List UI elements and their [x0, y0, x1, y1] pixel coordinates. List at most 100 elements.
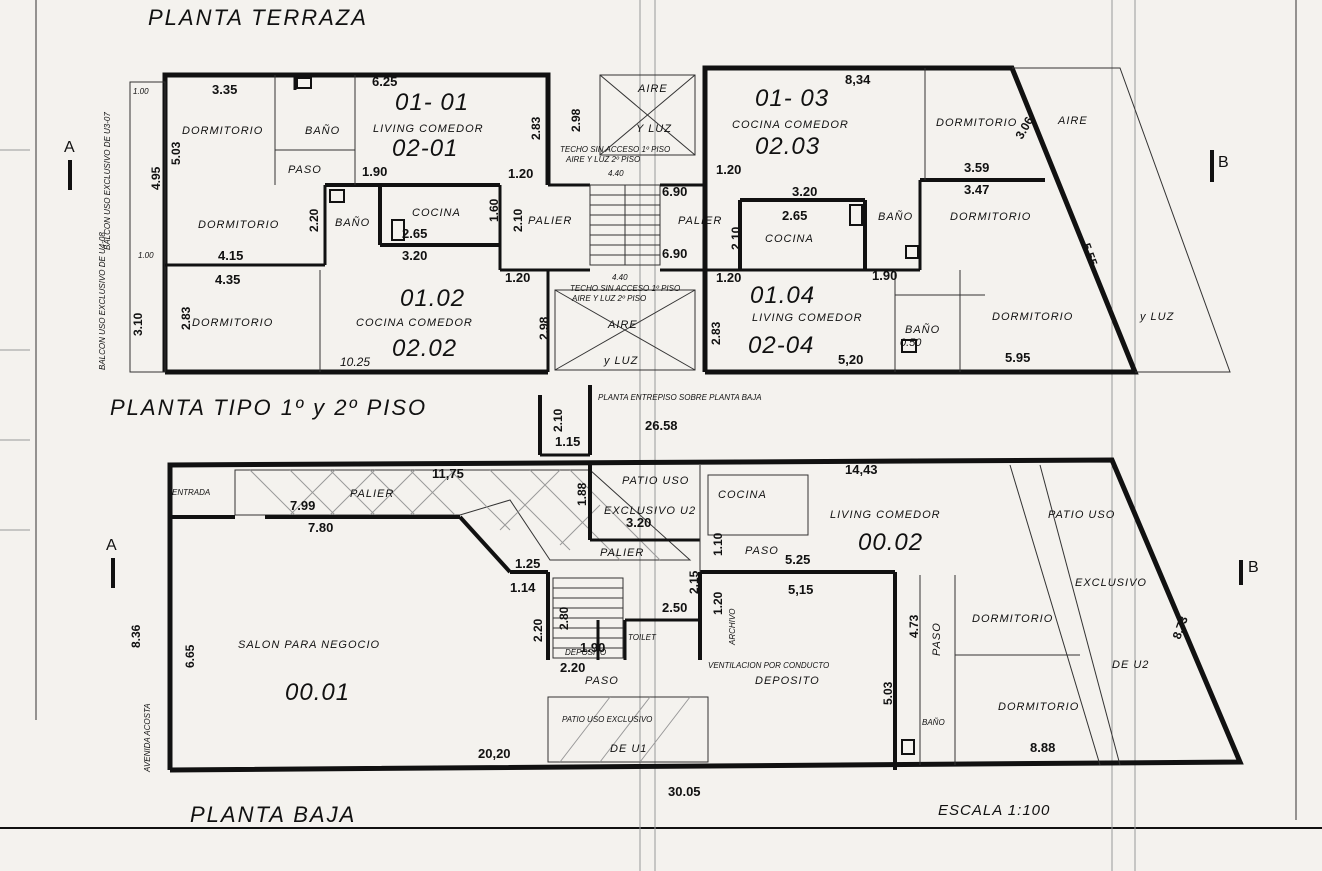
dimension: 1.25 [515, 556, 540, 571]
dimension: 8.36 [129, 624, 143, 648]
dimension: 4.95 [149, 166, 163, 190]
scale-label: ESCALA 1:100 [938, 802, 1050, 819]
room-label: EXCLUSIVO U2 [604, 505, 696, 517]
dimension: 1.88 [575, 482, 589, 506]
room-label: DE U2 [1112, 659, 1149, 671]
dimension: 3.20 [626, 515, 651, 530]
dimension: 8,34 [845, 72, 871, 87]
dimension: 1.90 [580, 640, 605, 655]
dimension: 1.20 [711, 591, 725, 615]
dimension: 5.03 [881, 681, 895, 705]
room-label: DORMITORIO [936, 117, 1017, 129]
room-label: PASO [745, 545, 779, 557]
room-label: AIRE [637, 83, 668, 95]
room-label: y LUZ [1139, 311, 1175, 323]
room-label: PALIER [350, 488, 394, 500]
dimension: 2.98 [537, 316, 551, 340]
room-labels: DORMITORIO BAÑO LIVING COMEDOR PASO DORM… [98, 83, 1175, 773]
dimension: 1.10 [711, 532, 725, 556]
dimension: 3.20 [402, 248, 427, 263]
room-label: DEPOSITO [755, 675, 820, 687]
unit-01-01: 01- 01 [395, 89, 469, 116]
dimension: 4.35 [215, 272, 240, 287]
room-label: DEPOSITO [565, 648, 606, 657]
dimension: 5,20 [838, 352, 863, 367]
room-label: DORMITORIO [972, 613, 1053, 625]
room-label: DORMITORIO [992, 311, 1073, 323]
room-label: ARCHIVO [728, 609, 737, 646]
dimension: 1.60 [487, 198, 501, 222]
room-label: BALCON USO EXCLUSIVO DE U4-08 [98, 232, 107, 370]
title-planta-baja: PLANTA BAJA [190, 802, 356, 827]
unit-00-01: 00.01 [285, 679, 350, 706]
section-mark-b: B [1218, 154, 1230, 171]
dimension: 1.90 [362, 164, 387, 179]
dimension: 6.65 [183, 644, 197, 668]
unit-codes: 01- 01 02-01 01.02 02.02 01- 03 02.03 01… [285, 85, 923, 706]
dimension: 20,20 [478, 746, 511, 761]
dimension: 6.90 [662, 184, 687, 199]
unit-00-02: 00.02 [858, 529, 923, 556]
ground-floor-plan [167, 385, 1244, 773]
dimension: 2.20 [307, 208, 321, 232]
room-label: PASO [585, 675, 619, 687]
dimension: 2.83 [529, 116, 543, 140]
room-label: DORMITORIO [950, 211, 1031, 223]
dimension: 2.20 [531, 618, 545, 642]
unit-02-03: 02.03 [755, 133, 820, 160]
plan-titles: PLANTA TERRAZA PLANTA TIPO 1º y 2º PISO … [110, 5, 1050, 827]
dimension: 1.90 [872, 268, 897, 283]
room-label: PATIO USO [622, 475, 689, 487]
room-label: PALIER [678, 215, 722, 227]
dimension: 4.40 [612, 273, 628, 282]
unit-01-04: 01.04 [750, 282, 815, 309]
room-label: DORMITORIO [182, 125, 263, 137]
dimension: 3.47 [964, 182, 989, 197]
room-label: BAÑO [335, 216, 370, 229]
room-label: DORMITORIO [192, 317, 273, 329]
dimension: 1.15 [555, 434, 580, 449]
room-label: PLANTA ENTREPISO SOBRE PLANTA BAJA [598, 393, 762, 402]
dimension: 1.00 [138, 251, 154, 260]
room-label: BAÑO [922, 718, 945, 727]
dimension: 26.58 [645, 418, 678, 433]
dimension: 2.10 [551, 408, 565, 432]
dimension: 1.14 [510, 580, 536, 595]
room-label: DORMITORIO [198, 219, 279, 231]
ground-stair [553, 587, 623, 649]
dimension: 2.65 [402, 226, 427, 241]
palier-hatching [249, 469, 661, 561]
room-label: PASO [288, 164, 322, 176]
room-label: DE U1 [610, 743, 647, 755]
unit-02-01: 02-01 [392, 135, 458, 162]
section-mark-b2: B [1248, 559, 1260, 576]
room-label: SALON PARA NEGOCIO [238, 639, 380, 651]
room-label: DORMITORIO [998, 701, 1079, 713]
dimension: 7.80 [308, 520, 333, 535]
unit-01-03: 01- 03 [755, 85, 829, 112]
dimension: 10.25 [340, 355, 370, 369]
room-label: Y LUZ [636, 123, 672, 135]
room-label: COCINA [412, 207, 461, 219]
dimension: 8.88 [1030, 740, 1055, 755]
upper-floor-plan [129, 65, 1231, 375]
dimension: 2.10 [729, 226, 743, 250]
dimension: 5.55 [1079, 241, 1100, 268]
room-label: AIRE Y LUZ 2º PISO [565, 155, 640, 164]
room-label: VENTILACION POR CONDUCTO [708, 661, 829, 670]
dimension: 30.05 [668, 784, 701, 799]
room-label: BALCON USO EXCLUSIVO DE U3-07 [103, 112, 112, 250]
room-label: COCINA COMEDOR [732, 119, 849, 131]
room-label: BAÑO [878, 210, 913, 223]
room-label: TOILET [628, 633, 657, 642]
room-label: TECHO SIN ACCESO 1º PISO [560, 145, 670, 154]
dimension: 3.10 [131, 312, 145, 336]
room-label: AVENIDA ACOSTA [143, 703, 152, 773]
upper-stair [590, 185, 660, 265]
dimension: 1.20 [716, 162, 741, 177]
dimension: 6.90 [662, 246, 687, 261]
dimension: 1.20 [716, 270, 741, 285]
dimension: 3.35 [212, 82, 237, 97]
